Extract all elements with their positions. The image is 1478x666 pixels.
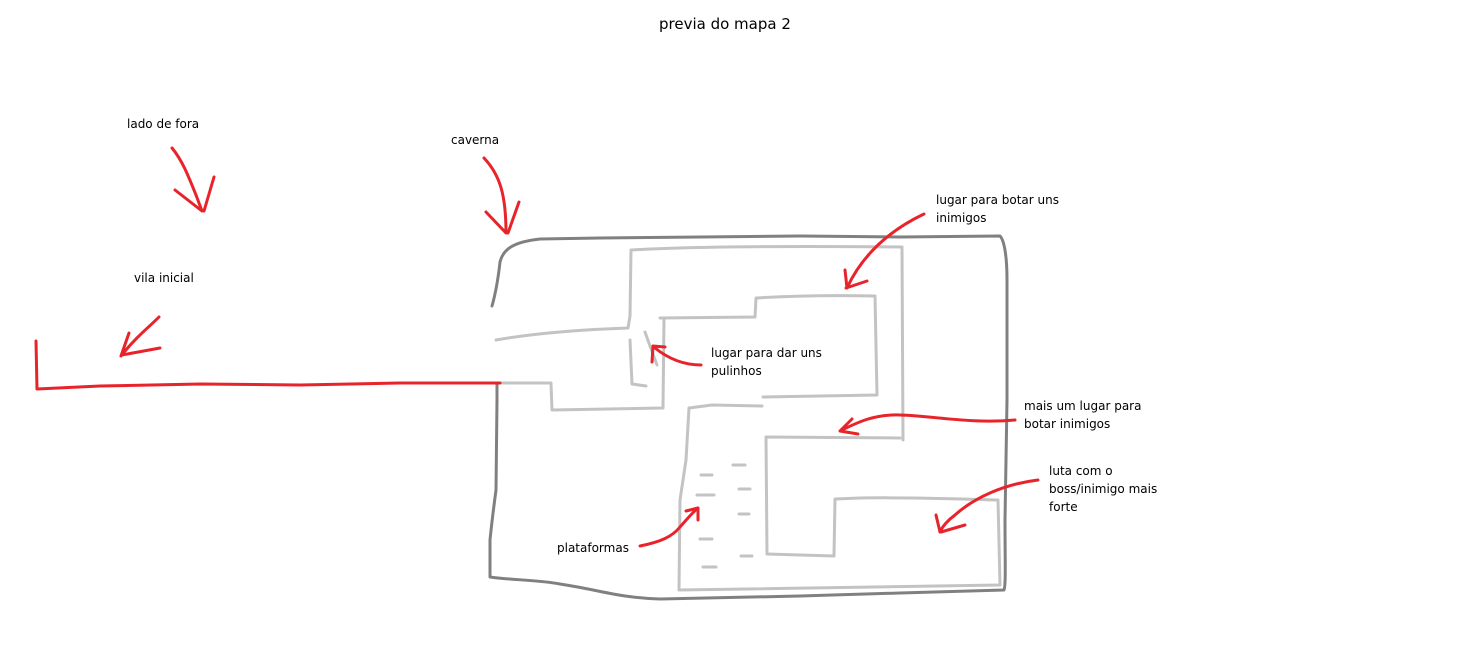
arrow-cave — [482, 156, 521, 235]
arrow-outside — [170, 146, 216, 213]
arrow-jumps — [650, 344, 703, 367]
arrow-village — [119, 315, 162, 358]
label-jumps: lugar para dar uns pulinhos — [711, 346, 822, 378]
label-village: vila inicial — [134, 271, 194, 285]
label-enemies-2: mais um lugar para botar inimigos — [1024, 399, 1142, 431]
label-cave: caverna — [451, 133, 500, 147]
jump-area-step — [628, 338, 648, 388]
arrow-platforms — [638, 506, 700, 548]
arrow-enemies-2 — [838, 413, 1017, 436]
room-1-outline — [628, 244, 905, 442]
arrow-enemies-1 — [843, 212, 926, 290]
label-boss: luta com o boss/inimigo mais forte — [1049, 464, 1158, 514]
room-1-step — [658, 294, 879, 399]
room-2-left-wall — [687, 403, 764, 410]
jump-area-inner — [643, 330, 659, 367]
label-enemies-1: lugar para botar uns inimigos — [936, 193, 1059, 225]
diagram-title: previa do mapa 2 — [659, 15, 791, 33]
label-outside: lado de fora — [127, 117, 200, 131]
cave-outline — [488, 234, 1009, 601]
label-platforms: plataformas — [557, 541, 629, 555]
lower-corridor-wall — [500, 316, 666, 412]
room-2-outline — [677, 406, 1002, 592]
arrow-boss — [934, 478, 1040, 534]
ground-line — [34, 339, 502, 391]
upper-corridor-wall — [494, 314, 632, 342]
